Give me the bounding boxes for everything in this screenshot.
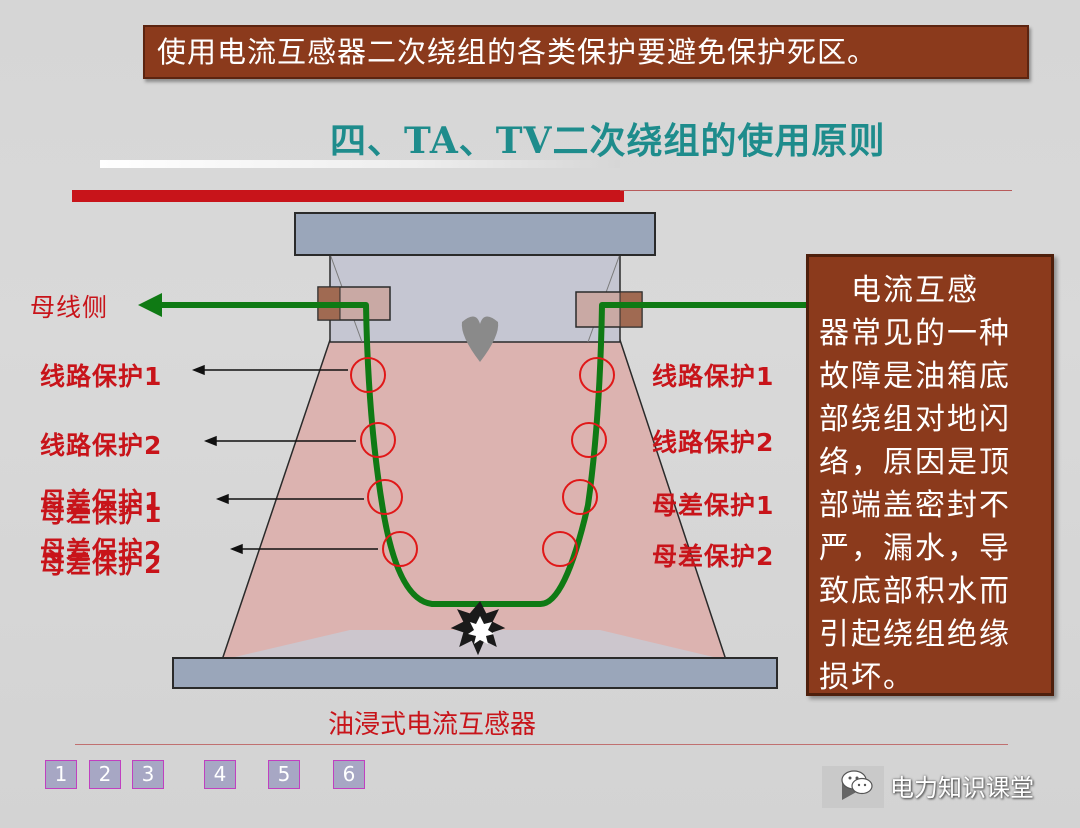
base-plate [172, 657, 778, 689]
nav-button-6[interactable]: 6 [333, 760, 365, 789]
textbox-line: 引起绕组绝缘 [819, 617, 1011, 652]
flashover-core [468, 616, 494, 644]
left-ct-ring-3 [367, 479, 403, 515]
textbox-line: 严，漏水，导 [819, 531, 1011, 566]
explanation-textbox: 电流互感 器常见的一种 故障是油箱底 部绕组对地闪 络，原因是顶 部端盖密封不 … [806, 254, 1054, 696]
nav-button-4[interactable]: 4 [204, 760, 236, 789]
arrow-head-2 [203, 435, 217, 447]
right-label-line-protection-1: 线路保护1 [652, 362, 775, 391]
right-ct-ring-3 [562, 479, 598, 515]
left-label-line-protection-1: 线路保护1 [40, 362, 163, 391]
slide-title: 四、TA、TV二次绕组的使用原则 [330, 120, 886, 162]
right-ct-ring-1 [579, 357, 615, 393]
right-ct-ring-4 [542, 531, 578, 567]
right-label-bus-diff-2: 母差保护2 [652, 542, 775, 571]
textbox-line: 络，原因是顶 [819, 445, 1011, 480]
left-label-ghost-bus-diff-1: 母差保护1 [40, 499, 163, 528]
title-red-bar [72, 190, 624, 202]
right-label-line-protection-2: 线路保护2 [652, 428, 775, 457]
right-ct-ring-2 [571, 422, 607, 458]
top-cap [294, 212, 656, 256]
top-banner: 使用电流互感器二次绕组的各类保护要避免保护死区。 [143, 25, 1029, 79]
left-ct-ring-1 [350, 357, 386, 393]
watermark-text: 电力知识课堂 [890, 774, 1034, 802]
nav-button-3[interactable]: 3 [132, 760, 164, 789]
left-label-line-protection-2: 线路保护2 [40, 431, 163, 460]
left-ct-ring-4 [382, 531, 418, 567]
arrow-head-4 [229, 543, 243, 555]
left-label-ghost-bus-diff-2: 母差保护2 [40, 550, 163, 579]
footer-rule [75, 744, 1008, 745]
left-ct-ring-2 [360, 422, 396, 458]
busbar-side-label: 母线侧 [30, 293, 109, 322]
title-rule [620, 190, 1012, 191]
right-label-bus-diff-1: 母差保护1 [652, 491, 775, 520]
nav-button-5[interactable]: 5 [268, 760, 300, 789]
textbox-line: 致底部积水而 [819, 574, 1011, 609]
left-label-bus-diff-1: 母差保护1 [40, 487, 163, 516]
arrow-head-3 [215, 493, 229, 505]
textbox-line: 电流互感 [819, 273, 979, 308]
nav-button-1[interactable]: 1 [45, 760, 77, 789]
watermark-box [822, 766, 884, 808]
left-label-bus-diff-2: 母差保护2 [40, 536, 163, 565]
diagram-caption: 油浸式电流互感器 [328, 710, 537, 740]
nav-button-2[interactable]: 2 [89, 760, 121, 789]
busbar-arrow-icon [138, 293, 162, 317]
textbox-line: 故障是油箱底 [819, 359, 1011, 394]
title-highlight [100, 160, 620, 168]
wechat-icon [841, 770, 873, 795]
textbox-line: 部绕组对地闪 [819, 402, 1011, 437]
textbox-line: 损坏。 [819, 660, 915, 695]
water-drop-icon [461, 316, 499, 362]
textbox-line: 器常见的一种 [819, 316, 1011, 351]
terminal-right-core [619, 291, 643, 328]
textbox-line: 部端盖密封不 [819, 488, 1011, 523]
primary-conductor [160, 302, 806, 607]
arrow-head-1 [191, 364, 205, 376]
